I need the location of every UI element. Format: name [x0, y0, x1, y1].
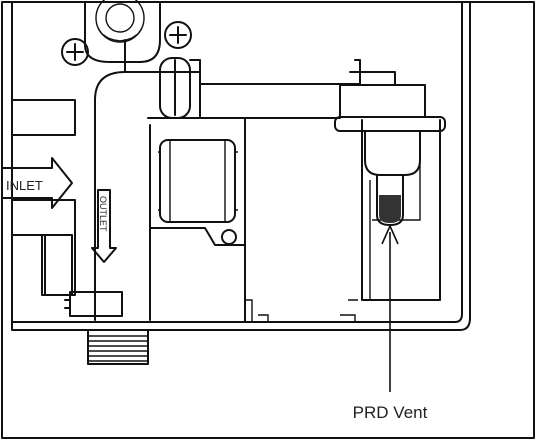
outlet-arrow-icon: OUTLET — [91, 189, 117, 263]
mounting-screw-icon — [164, 21, 192, 49]
inlet-arrow-icon: INLET — [1, 157, 73, 209]
pipe-elbow — [94, 39, 201, 321]
inlet-label: INLET — [6, 178, 43, 193]
outlet-label: OUTLET — [98, 196, 108, 232]
top-gear-fitting — [84, 0, 161, 63]
horizontal-pipe — [189, 59, 396, 119]
bottom-clip — [64, 291, 123, 317]
threaded-nipple — [87, 329, 149, 365]
mounting-screw-icon — [61, 38, 89, 66]
prd-vent-callout: PRD Vent — [353, 224, 428, 422]
prd-vent-assembly — [334, 84, 446, 226]
prd-vent-label: PRD Vent — [353, 403, 428, 422]
valve-cartridge — [147, 117, 358, 323]
left-fitting — [11, 99, 76, 296]
